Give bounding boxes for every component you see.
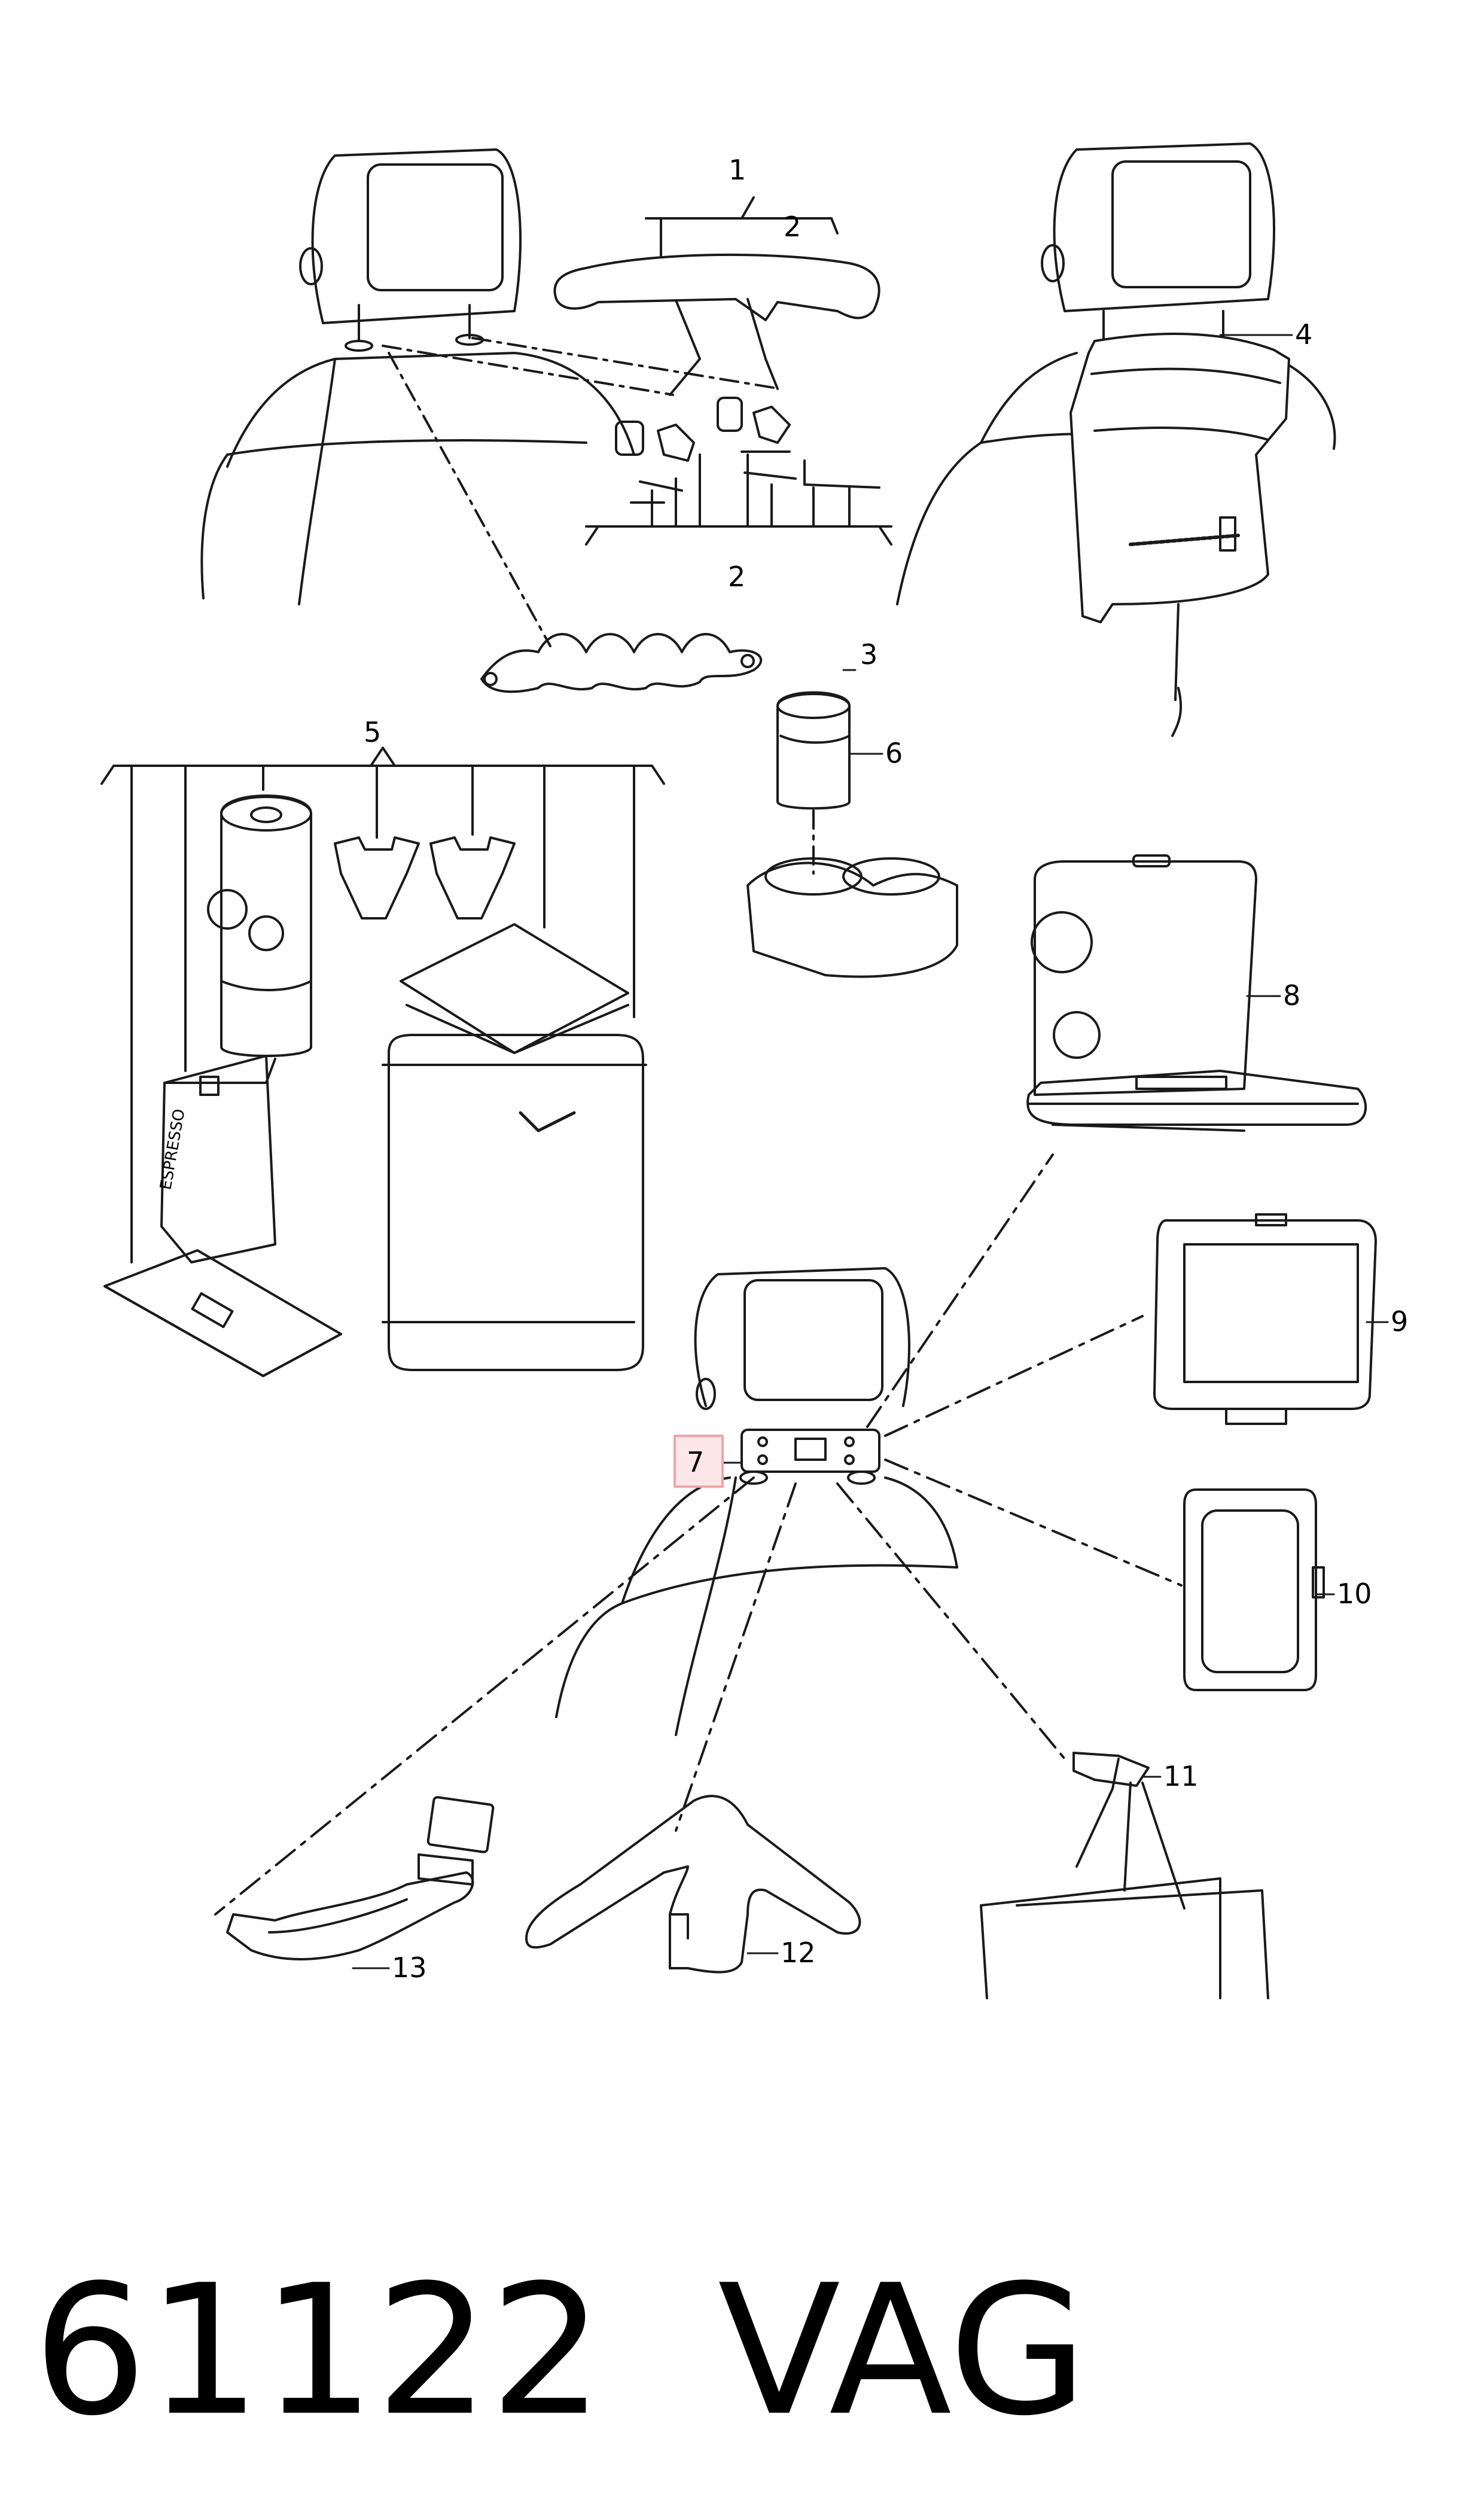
callout-6[interactable]: 6 — [885, 737, 903, 769]
callout-2-bottom[interactable]: 2 — [728, 561, 745, 593]
seat-top-left — [200, 148, 635, 605]
callout-9[interactable]: 9 — [1391, 1305, 1408, 1338]
seatback-bag-part-4[interactable] — [1069, 333, 1290, 737]
callout-2-top[interactable]: 2 — [784, 211, 801, 243]
callout-4[interactable]: 4 — [1295, 318, 1312, 351]
phone-holder-part-10[interactable] — [1183, 1488, 1325, 1691]
callout-5[interactable]: 5 — [364, 716, 381, 748]
highlight-box-part-7 — [674, 1435, 724, 1488]
tray-table-part-8[interactable] — [1026, 854, 1367, 1132]
callout-3[interactable]: 3 — [860, 638, 877, 671]
espresso-kit-part-5[interactable]: ESPRESSO — [103, 794, 647, 1377]
dash-lines-topleft — [382, 337, 782, 647]
screws-and-fittings-part-2[interactable] — [585, 397, 892, 546]
bag-hook-part-11[interactable] — [980, 1752, 1269, 1999]
spring-clip-part-3[interactable] — [480, 633, 763, 693]
dash-lines-center — [214, 1153, 1183, 1916]
bracket-line-5 — [100, 747, 665, 1263]
callout-10[interactable]: 10 — [1337, 1578, 1372, 1610]
cupholder-part-6[interactable] — [746, 691, 958, 978]
leader-lines — [352, 334, 1389, 1969]
callout-11[interactable]: 11 — [1163, 1760, 1199, 1792]
bracket-line-1 — [645, 196, 839, 258]
callout-13[interactable]: 13 — [392, 1951, 427, 1984]
base-mount-part-7[interactable] — [739, 1429, 880, 1485]
hanger-part-1[interactable] — [553, 253, 880, 396]
callout-7[interactable]: 7 — [687, 1446, 704, 1478]
callout-8[interactable]: 8 — [1283, 979, 1300, 1012]
brand-label: VAG — [718, 2246, 1088, 2455]
part-number-code: 61122 — [33, 2246, 604, 2455]
callout-1[interactable]: 1 — [729, 154, 746, 186]
callout-12[interactable]: 12 — [781, 1937, 816, 1969]
box-label-espresso: ESPRESSO — [157, 1108, 188, 1192]
tablet-holder-part-9[interactable] — [1153, 1213, 1377, 1425]
seat-center — [555, 1267, 958, 1736]
coat-hanger-part-12[interactable] — [525, 1795, 861, 1974]
callouts: 1 2 2 3 4 5 6 7 8 9 10 11 12 13 — [364, 154, 1408, 1984]
hanger-hook-part-13[interactable] — [226, 1796, 495, 1960]
